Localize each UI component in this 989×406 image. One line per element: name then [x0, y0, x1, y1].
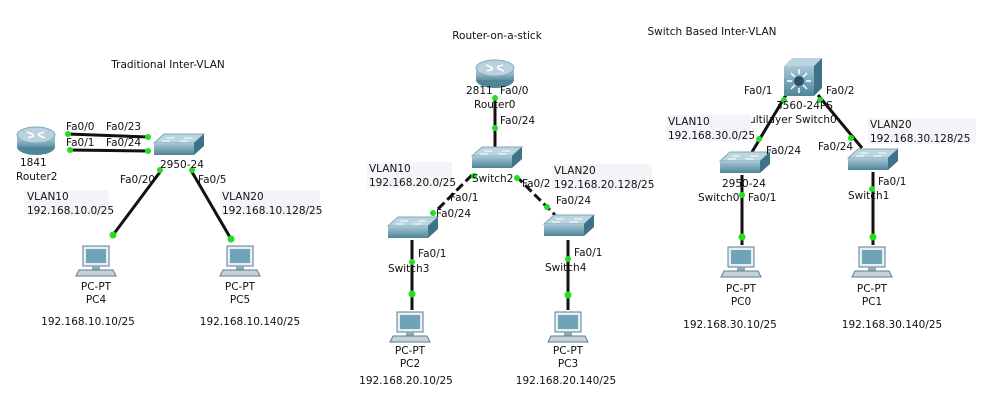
port-label: Fa0/2 [522, 178, 550, 190]
device-name: Switch2 [472, 173, 513, 185]
device-name: Multilayer Switch0 [740, 114, 837, 126]
pc-ip: 192.168.30.10/25 [683, 319, 777, 331]
link-mls-switch0[interactable] [750, 94, 788, 153]
port-label: Fa0/24 [500, 115, 535, 127]
pc-ip: 192.168.20.140/25 [516, 375, 616, 387]
port-label: Fa0/2 [826, 85, 854, 97]
link-switch-pc5[interactable] [190, 171, 233, 240]
device-name: Switch3 [388, 263, 429, 275]
device-model: 2950-24 [160, 159, 204, 171]
pc-ip: 192.168.10.140/25 [200, 316, 300, 328]
pc-icon[interactable] [720, 246, 762, 278]
link-router2-fa01[interactable] [69, 148, 149, 153]
pc-icon[interactable] [389, 311, 431, 343]
multilayer-switch-icon[interactable] [783, 57, 823, 97]
port-label: Fa0/24 [766, 145, 801, 157]
vlan-subnet: 192.168.20.128/25 [554, 179, 654, 191]
pc-icon[interactable] [219, 245, 261, 277]
pc-type: PC-PT [81, 281, 112, 293]
link-switch2-switch3[interactable] [430, 173, 474, 217]
pc-name: PC0 [731, 296, 751, 308]
switch-icon[interactable] [387, 216, 439, 239]
link-mls-switch1[interactable] [816, 94, 864, 149]
pc-name: PC4 [86, 294, 107, 306]
vlan-name: VLAN20 [870, 119, 912, 131]
switch-icon[interactable] [847, 148, 899, 171]
pc-type: PC-PT [553, 345, 584, 357]
pc-name: PC2 [400, 358, 420, 370]
section-title: Traditional Inter-VLAN [110, 59, 224, 71]
section-title: Switch Based Inter-VLAN [647, 26, 776, 38]
section-title: Router-on-a-stick [452, 30, 542, 42]
vlan-name: VLAN10 [369, 163, 411, 175]
vlan-subnet: 192.168.30.0/25 [668, 130, 755, 142]
device-name: Router0 [474, 99, 515, 111]
port-label: Fa0/1 [66, 137, 94, 149]
port-label: Fa0/24 [818, 141, 853, 153]
device-name: Switch0 [698, 192, 739, 204]
pc-ip: 192.168.20.10/25 [359, 375, 453, 387]
pc-icon[interactable] [851, 246, 893, 278]
port-label: Fa0/1 [744, 85, 772, 97]
vlan-name: VLAN10 [668, 116, 710, 128]
pc-name: PC5 [230, 294, 250, 306]
vlan-subnet: 192.168.20.0/25 [369, 177, 456, 189]
port-label: Fa0/24 [436, 208, 471, 220]
pc-ip: 192.168.10.10/25 [41, 316, 135, 328]
vlan-subnet: 192.168.10.0/25 [27, 205, 114, 217]
switch-icon[interactable] [719, 151, 771, 174]
port-label: Fa0/20 [120, 174, 155, 186]
switch-icon[interactable] [153, 133, 205, 156]
pc-ip: 192.168.30.140/25 [842, 319, 942, 331]
port-label: Fa0/1 [418, 248, 446, 260]
switch-icon[interactable] [543, 214, 595, 237]
vlan-name: VLAN20 [554, 165, 596, 177]
port-label: Fa0/1 [748, 192, 776, 204]
device-model: 1841 [20, 157, 47, 169]
pc-icon[interactable] [547, 311, 589, 343]
device-name: Switch4 [545, 262, 587, 274]
section-traditional-inter-vlan: Traditional Inter-VLAN Fa0/0 Fa0/1 1841 … [16, 59, 322, 328]
port-label: Fa0/1 [878, 176, 906, 188]
device-model: 2950-24 [722, 178, 766, 190]
port-label: Fa0/1 [574, 247, 602, 259]
port-label: Fa0/5 [198, 174, 226, 186]
router-icon[interactable] [475, 59, 515, 89]
device-name: Switch1 [848, 190, 889, 202]
port-label: Fa0/1 [450, 192, 478, 204]
port-label: Fa0/23 [106, 121, 141, 133]
pc-name: PC3 [558, 358, 578, 370]
port-label: Fa0/24 [106, 137, 141, 149]
section-router-on-a-stick: Router-on-a-stick 2811 Fa0/0 Router0 Fa0… [359, 30, 654, 387]
vlan-name: VLAN20 [222, 191, 264, 203]
switch-icon[interactable] [471, 146, 523, 169]
device-model: 2811 [466, 85, 493, 97]
router-icon[interactable] [16, 126, 56, 156]
pc-icon[interactable] [75, 245, 117, 277]
pc-type: PC-PT [857, 283, 888, 295]
device-model: 3560-24PS [776, 100, 833, 112]
pc-type: PC-PT [726, 283, 757, 295]
pc-name: PC1 [862, 296, 882, 308]
device-name: Router2 [16, 171, 57, 183]
section-switch-based-inter-vlan: Switch Based Inter-VLAN 3560-24PS Fa0/1 … [647, 26, 976, 331]
pc-type: PC-PT [225, 281, 256, 293]
link-router2-fa00[interactable] [67, 132, 149, 139]
vlan-name: VLAN10 [27, 191, 69, 203]
vlan-subnet: 192.168.10.128/25 [222, 205, 322, 217]
port-label: Fa0/0 [500, 85, 528, 97]
vlan-subnet: 192.168.30.128/25 [870, 133, 970, 145]
port-label: Fa0/24 [556, 195, 591, 207]
link-switch-pc4[interactable] [111, 171, 162, 236]
pc-type: PC-PT [395, 345, 426, 357]
port-label: Fa0/0 [66, 121, 94, 133]
